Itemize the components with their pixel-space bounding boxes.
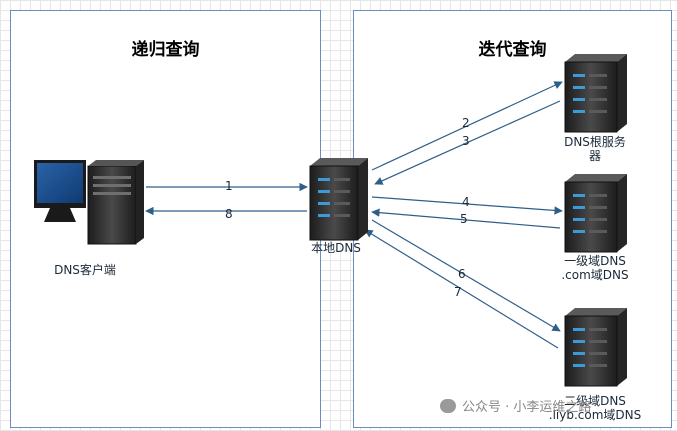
- step-label-7: 7: [454, 285, 462, 299]
- root-dns-label: DNS根服务 器: [564, 135, 626, 163]
- tld-dns-label: 一级域DNS .com域DNS: [561, 254, 629, 282]
- step-label-3: 3: [462, 134, 470, 148]
- dns-client-label: DNS客户端: [54, 263, 116, 277]
- step-label-6: 6: [458, 267, 466, 281]
- wechat-logo-icon: [440, 398, 456, 413]
- arrow-step-6: [371, 219, 561, 332]
- local-dns-label: 本地DNS: [311, 241, 361, 255]
- step-label-4: 4: [462, 195, 470, 209]
- root-dns-server-icon: [564, 54, 627, 133]
- second-level-dns-label: 二级域DNS .liyb.com域DNS: [548, 394, 642, 422]
- second-level-dns-server-icon: [564, 308, 627, 387]
- arrow-step-5: [371, 208, 561, 229]
- arrow-step-7: [364, 229, 559, 349]
- arrow-step-3: [374, 100, 561, 185]
- arrow-step-2: [371, 81, 563, 171]
- tld-dns-server-icon: [564, 174, 627, 253]
- step-label-1: 1: [225, 179, 233, 193]
- iterative-query-title: 迭代查询: [478, 40, 547, 60]
- desktop-computer-icon: [34, 160, 144, 245]
- step-label-8: 8: [225, 207, 233, 221]
- recursive-query-title: 递归查询: [131, 40, 200, 60]
- local-dns-server-icon: [309, 158, 368, 241]
- arrow-step-4: [371, 196, 563, 215]
- step-label-5: 5: [460, 212, 468, 226]
- step-label-2: 2: [462, 116, 470, 130]
- watermark: 公众号 · 小李运维之路: [440, 396, 591, 415]
